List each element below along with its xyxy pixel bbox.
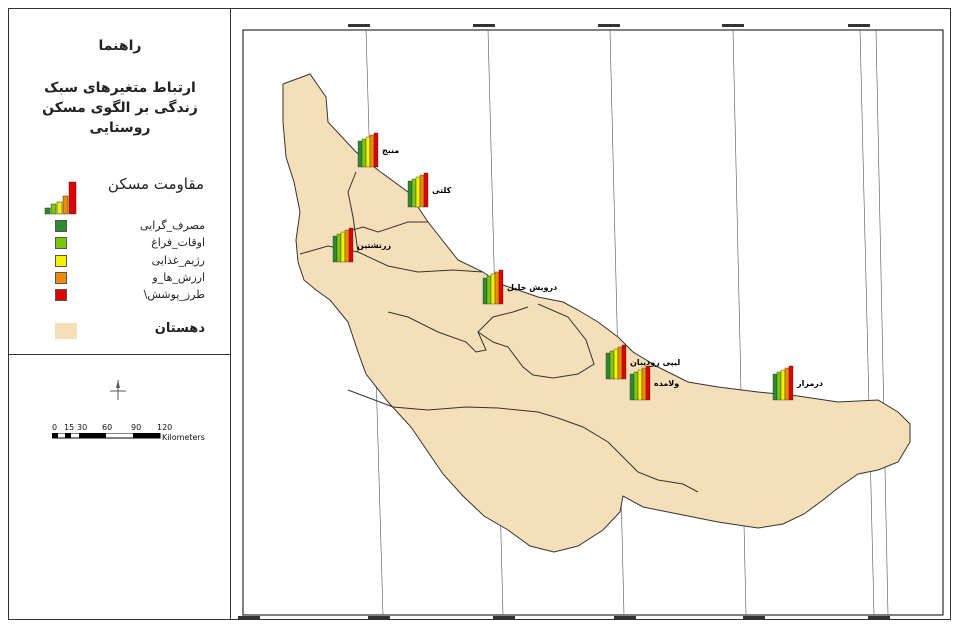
village-label: کلتی — [432, 186, 452, 195]
legend-label: مصرف_گرایی — [140, 219, 205, 232]
dehestan-label: دهستان — [154, 321, 205, 336]
study-area-polygon — [282, 73, 911, 553]
scale-tick-label: 0 — [52, 423, 58, 432]
marker-bar — [365, 136, 371, 168]
legend-label: طرز_پوشش\ — [143, 288, 205, 301]
marker-bar — [411, 178, 417, 208]
legend-item: ارزش_ها_و — [55, 271, 205, 285]
scale-unit-label: Kilometers — [162, 433, 205, 442]
scale-tick-label: 15 — [64, 423, 75, 432]
marker-bar — [423, 172, 429, 208]
marker-bar — [784, 367, 790, 401]
village-chart-marker — [772, 365, 794, 401]
legend-panel — [8, 8, 231, 620]
marker-bar — [336, 233, 342, 263]
legend-swatch — [55, 220, 67, 232]
marker-bar — [633, 371, 639, 401]
legend-item: طرز_پوشش\ — [55, 288, 205, 302]
scale-bar — [52, 433, 161, 439]
marker-bar — [490, 273, 496, 305]
village-label: زرتشتین — [357, 241, 391, 250]
village-chart-marker — [407, 172, 429, 208]
scale-tick-label: 90 — [131, 423, 142, 432]
legend-heading: مقاومت مسکن — [107, 175, 204, 193]
village-chart-marker — [629, 365, 651, 401]
marker-bar — [369, 134, 375, 168]
marker-bar — [415, 176, 421, 208]
village-chart-marker — [357, 132, 379, 168]
marker-bar — [482, 277, 488, 305]
marker-bar — [373, 132, 379, 168]
village-label: ولامده — [654, 379, 679, 388]
scale-tick-label: 30 — [77, 423, 88, 432]
marker-bar — [494, 271, 500, 305]
marker-bar — [348, 227, 354, 263]
legend-swatch — [55, 289, 67, 301]
village-labels: منبج کلتی زرتشتین درویش خلیل لیپی رودیبان ولا… — [357, 146, 823, 388]
village-chart-marker — [482, 269, 504, 305]
marker-bar — [621, 344, 627, 380]
legend-item: اوقات_فراغ — [55, 236, 205, 250]
marker-bar — [772, 373, 778, 401]
marker-bar — [645, 365, 651, 401]
marker-bar — [629, 373, 635, 401]
village-markers — [332, 132, 794, 401]
marker-bar — [605, 352, 611, 380]
legend-swatch — [55, 255, 67, 267]
marker-bar — [419, 174, 425, 208]
legend-swatch — [55, 272, 67, 284]
marker-bar — [641, 367, 647, 401]
map-layout-frame — [8, 8, 951, 620]
village-label: منبج — [382, 146, 399, 155]
marker-bar — [344, 229, 350, 263]
legend-label: رژیم_غذایی — [151, 254, 205, 267]
marker-bar — [609, 350, 615, 380]
marker-bar — [357, 140, 363, 168]
legend-label: ارزش_ها_و — [152, 271, 205, 284]
north-arrow-icon — [110, 380, 126, 400]
marker-bar — [637, 369, 643, 401]
village-chart-marker — [605, 344, 627, 380]
village-label: درویش خلیل — [507, 283, 557, 293]
marker-bar — [361, 138, 367, 168]
marker-bar — [332, 235, 338, 263]
graticule-ticks — [238, 24, 890, 619]
legend-item: مصرف_گرایی — [55, 219, 205, 233]
marker-bar — [498, 269, 504, 305]
district-boundaries — [299, 171, 699, 493]
village-label: لیپی رودیبان — [630, 358, 680, 367]
village-chart-marker — [332, 227, 354, 263]
dehestan-swatch — [55, 323, 77, 339]
map-canvas: منبج کلتی زرتشتین درویش خلیل لیپی رودیبان ولا… — [238, 24, 944, 619]
marker-bar — [340, 231, 346, 263]
legend-title: راهنما — [98, 38, 142, 54]
marker-bar — [780, 369, 786, 401]
marker-bar — [788, 365, 794, 401]
legend-divider — [8, 354, 231, 355]
legend-label: اوقات_فراغ — [151, 236, 205, 249]
legend-item: رژیم_غذایی — [55, 254, 205, 268]
marker-bar — [486, 275, 492, 305]
scale-tick-label: 120 — [157, 423, 173, 432]
bar-chart-legend-icon — [44, 181, 77, 215]
marker-bar — [617, 346, 623, 380]
scale-tick-label: 60 — [102, 423, 113, 432]
legend-subtitle: ارتباط متغیرهای سبک زندگی بر الگوی مسکن … — [42, 80, 198, 136]
marker-bar — [407, 180, 413, 208]
marker-bar — [776, 371, 782, 401]
village-label: درمزار — [796, 379, 823, 388]
legend-swatch — [55, 237, 67, 249]
marker-bar — [613, 348, 619, 380]
